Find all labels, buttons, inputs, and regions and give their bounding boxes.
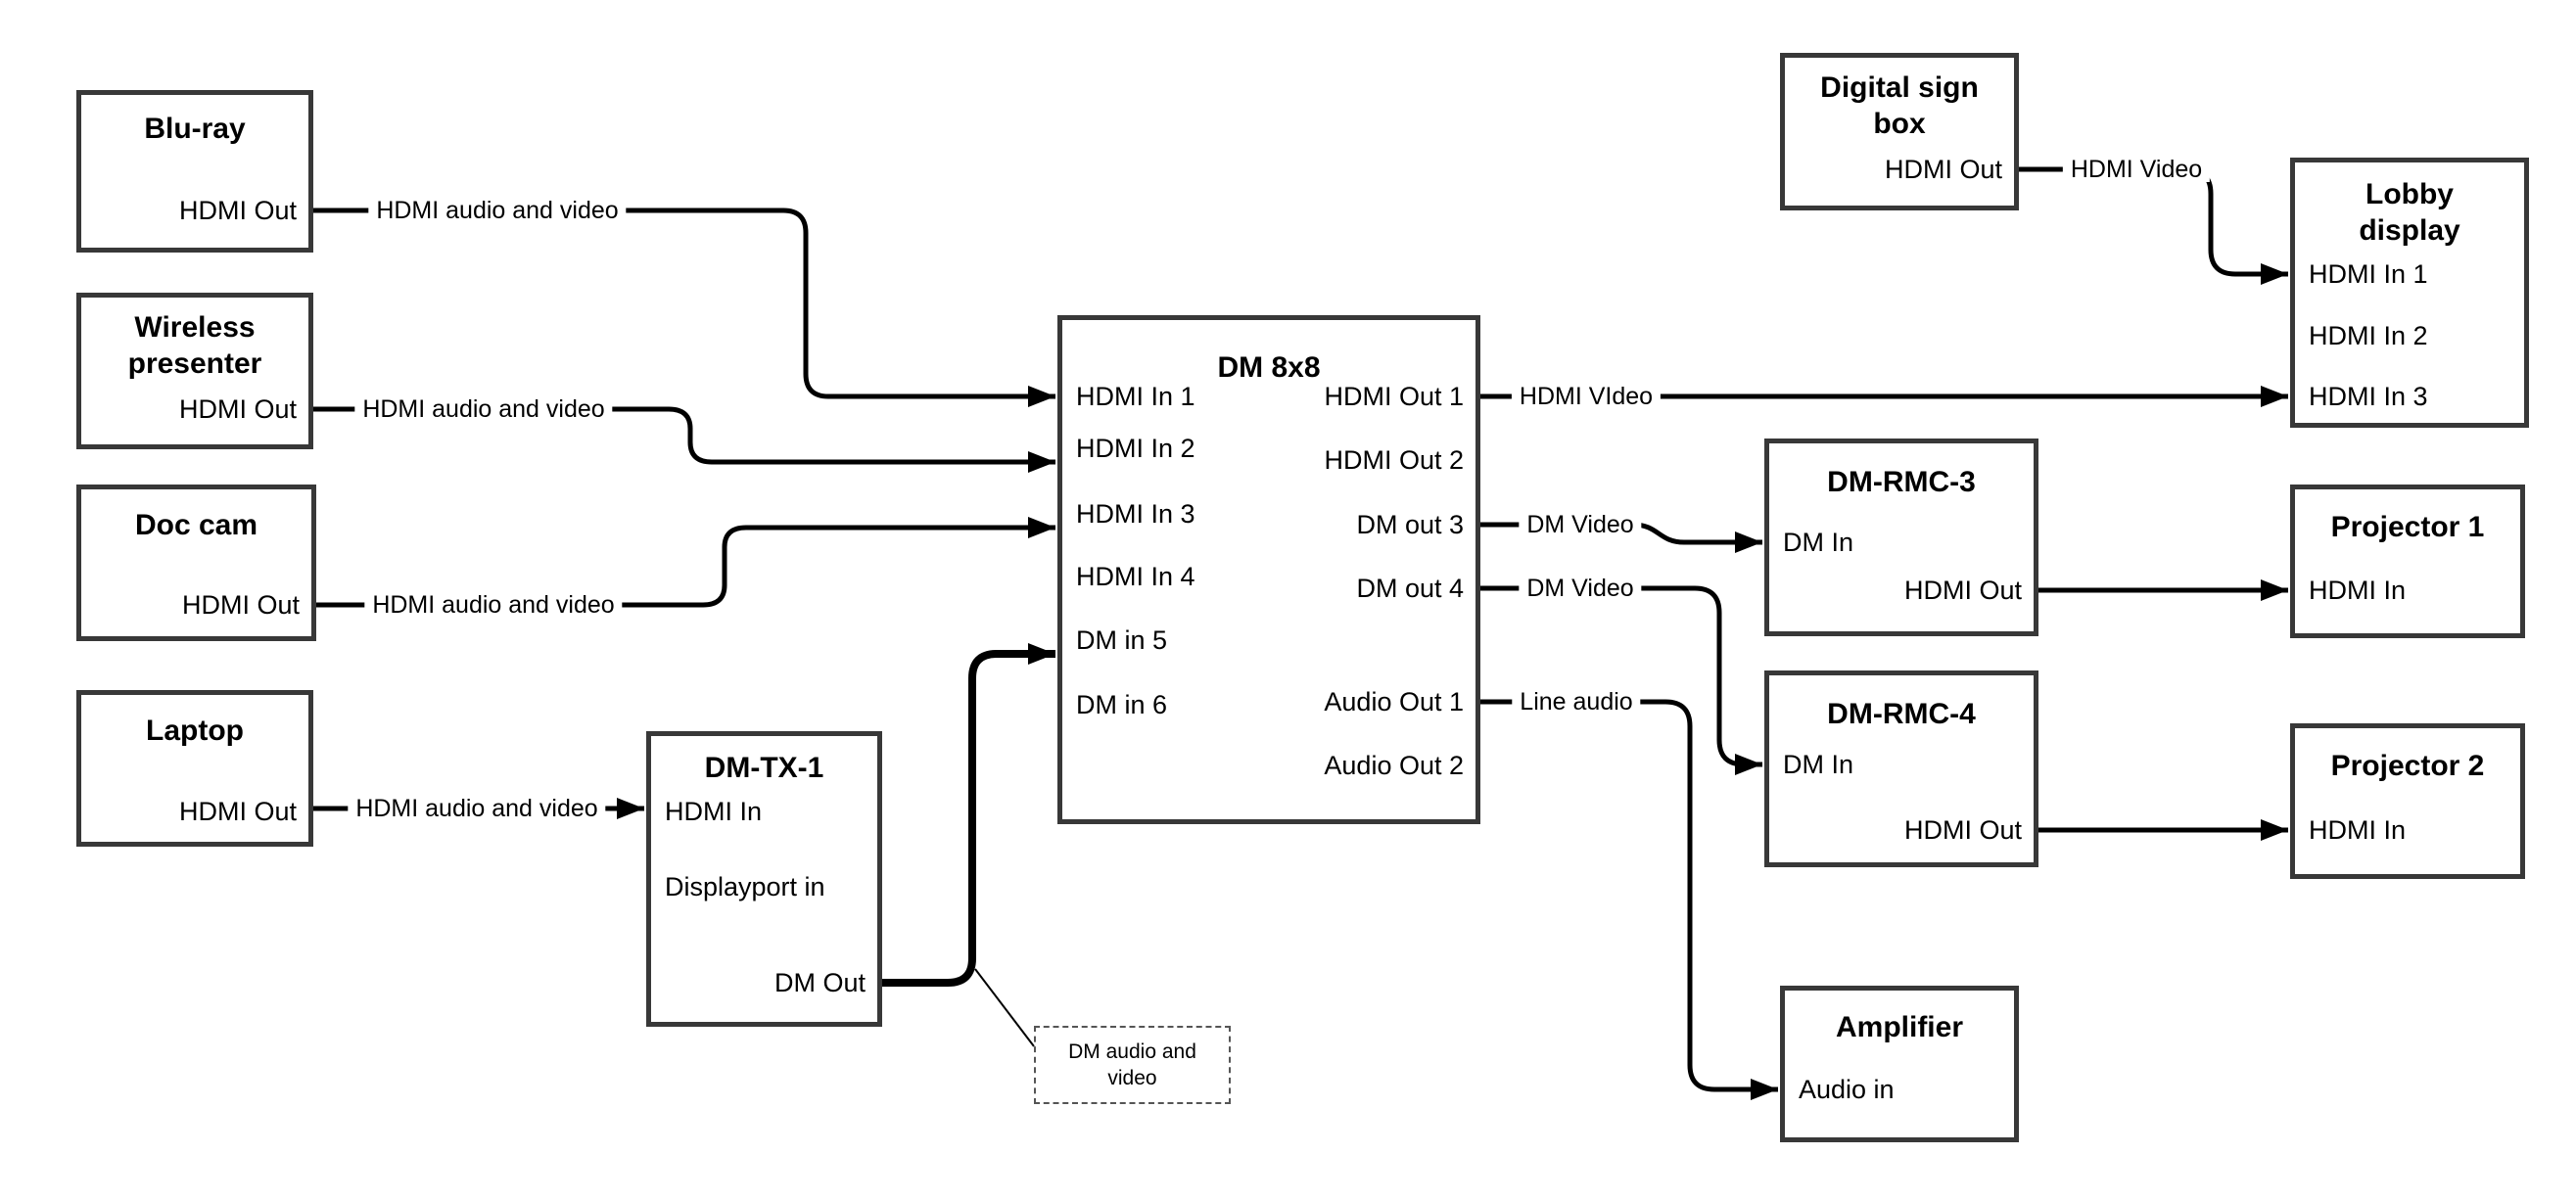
wire-wireless-to-dm8x8-hdmi-in-2 xyxy=(313,406,1055,473)
node-lobby-display: Lobby display HDMI In 1 HDMI In 2 HDMI I… xyxy=(2290,158,2529,428)
wire-dm8x8-dmout4-to-rmc4-dm-in xyxy=(1480,585,1762,775)
node-dm-rmc-4: DM-RMC-4 DM In HDMI Out xyxy=(1764,670,2038,867)
wire-label-laptop: HDMI audio and video xyxy=(348,796,606,821)
port-dm8x8-dm-in-5: DM in 5 xyxy=(1076,625,1168,655)
port-dm8x8-hdmi-in-3: HDMI In 3 xyxy=(1076,499,1195,529)
wire-doccam-to-dm8x8-hdmi-in-3 xyxy=(315,517,1055,608)
node-doc-cam: Doc cam HDMI Out xyxy=(76,485,316,641)
port-lobby-hdmi-in-3: HDMI In 3 xyxy=(2309,382,2428,411)
node-dm-rmc-3-title: DM-RMC-3 xyxy=(1827,466,1976,498)
port-laptop-hdmi-out: HDMI Out xyxy=(178,797,297,826)
wire-bluray-to-dm8x8-hdmi-in-1 xyxy=(313,208,1055,407)
node-dm-8x8-title: DM 8x8 xyxy=(1217,351,1321,384)
port-dmtx1-hdmi-in: HDMI In xyxy=(665,797,763,826)
wire-label-dm-out-3: DM Video xyxy=(1519,512,1642,537)
port-rmc4-hdmi-out: HDMI Out xyxy=(1903,815,2022,845)
port-amplifier-audio-in: Audio in xyxy=(1799,1075,1895,1104)
port-bluray-hdmi-out: HDMI Out xyxy=(178,196,297,225)
node-digital-sign-box: Digital sign box HDMI Out xyxy=(1780,53,2019,210)
port-dm8x8-audio-out-1: Audio Out 1 xyxy=(1324,687,1464,716)
port-dm8x8-dm-in-6: DM in 6 xyxy=(1076,690,1168,719)
note-callout-line xyxy=(974,968,1035,1047)
port-dm8x8-hdmi-in-4: HDMI In 4 xyxy=(1076,562,1195,591)
wire-dmtx1-dmout-to-dm8x8-dm-in-5 xyxy=(882,643,1055,987)
node-laptop-title: Laptop xyxy=(146,715,244,747)
node-doc-cam-title: Doc cam xyxy=(134,509,258,541)
port-lobby-hdmi-in-1: HDMI In 1 xyxy=(2309,259,2428,289)
wire-label-hdmi-out-1: HDMI VIdeo xyxy=(1511,384,1662,409)
port-rmc3-hdmi-out: HDMI Out xyxy=(1903,576,2022,605)
port-dm8x8-audio-out-2: Audio Out 2 xyxy=(1324,751,1464,780)
port-digitalsign-hdmi-out: HDMI Out xyxy=(1884,155,2002,184)
node-dm-tx-1-title: DM-TX-1 xyxy=(704,752,824,784)
wire-label-audio-out-1: Line audio xyxy=(1512,689,1641,715)
wire-label-bluray: HDMI audio and video xyxy=(368,198,627,223)
wire-label-digital-sign: HDMI Video xyxy=(2062,157,2211,182)
port-doccam-hdmi-out: HDMI Out xyxy=(181,590,300,620)
port-rmc4-dm-in: DM In xyxy=(1783,750,1854,779)
port-rmc3-dm-in: DM In xyxy=(1783,528,1854,557)
port-dm8x8-hdmi-out-1: HDMI Out 1 xyxy=(1324,382,1464,411)
node-projector-1-title: Projector 1 xyxy=(2330,511,2485,543)
port-dm8x8-hdmi-out-2: HDMI Out 2 xyxy=(1324,445,1464,475)
note-dm-audio-and-video: DM audio and video xyxy=(1034,1026,1231,1104)
wire-digitalsign-to-lobby-hdmi-in-1 xyxy=(2019,166,2288,285)
node-digital-sign-box-title: Digital sign box xyxy=(1820,71,1979,140)
wire-label-wireless: HDMI audio and video xyxy=(354,396,613,422)
port-dm8x8-hdmi-in-2: HDMI In 2 xyxy=(1076,434,1195,463)
node-dm-tx-1: DM-TX-1 HDMI In Displayport in DM Out xyxy=(646,731,882,1027)
port-dmtx1-dm-out: DM Out xyxy=(773,968,866,997)
node-amplifier: Amplifier Audio in xyxy=(1780,986,2019,1142)
port-dmtx1-displayport-in: Displayport in xyxy=(665,872,825,901)
node-bluray-title: Blu-ray xyxy=(144,113,246,145)
node-dm-8x8: DM 8x8 HDMI In 1 HDMI In 2 HDMI In 3 HDM… xyxy=(1057,315,1480,824)
port-dm8x8-dm-out-3: DM out 3 xyxy=(1356,510,1464,539)
node-lobby-display-title: Lobby display xyxy=(2359,178,2460,247)
node-wireless-presenter: Wireless presenter HDMI Out xyxy=(76,293,313,449)
node-laptop: Laptop HDMI Out xyxy=(76,690,313,847)
wire-label-dm-out-4: DM Video xyxy=(1519,576,1642,601)
port-projector2-hdmi-in: HDMI In xyxy=(2309,815,2407,845)
wire-dm8x8-audioout1-to-amplifier-audio-in xyxy=(1480,699,1778,1100)
node-projector-1: Projector 1 HDMI In xyxy=(2290,485,2525,638)
port-dm8x8-hdmi-in-1: HDMI In 1 xyxy=(1076,382,1195,411)
node-dm-rmc-3: DM-RMC-3 DM In HDMI Out xyxy=(1764,439,2038,636)
port-dm8x8-dm-out-4: DM out 4 xyxy=(1356,574,1464,603)
port-lobby-hdmi-in-2: HDMI In 2 xyxy=(2309,321,2428,350)
node-projector-2: Projector 2 HDMI In xyxy=(2290,723,2525,879)
node-projector-2-title: Projector 2 xyxy=(2330,750,2485,782)
node-dm-rmc-4-title: DM-RMC-4 xyxy=(1827,698,1976,730)
node-bluray: Blu-ray HDMI Out xyxy=(76,90,313,253)
node-amplifier-title: Amplifier xyxy=(1835,1011,1964,1043)
port-wireless-hdmi-out: HDMI Out xyxy=(178,394,297,424)
node-wireless-presenter-title: Wireless presenter xyxy=(127,311,262,380)
port-projector1-hdmi-in: HDMI In xyxy=(2309,576,2407,605)
wire-label-doc-cam: HDMI audio and video xyxy=(364,592,623,618)
